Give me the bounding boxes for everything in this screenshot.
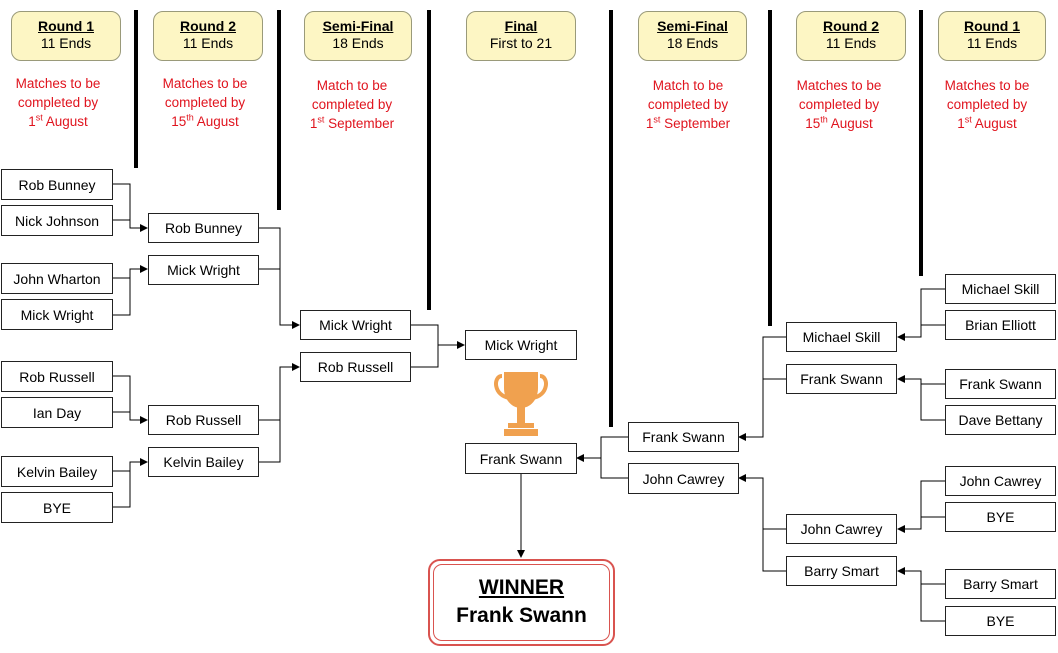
player-box-left-r2-4: Kelvin Bailey bbox=[148, 447, 259, 477]
player-box-left-sf-1: Mick Wright bbox=[300, 310, 411, 340]
header-subtitle: 11 Ends bbox=[825, 35, 877, 51]
left-connectors bbox=[113, 183, 465, 508]
header-subtitle: 18 Ends bbox=[332, 35, 384, 51]
player-box-right-r1-8: BYE bbox=[945, 606, 1056, 636]
player-box-left-r1-1: Rob Bunney bbox=[1, 169, 113, 200]
right-connectors bbox=[517, 288, 945, 622]
header-left-round-1: Round 1 11 Ends bbox=[11, 11, 121, 61]
player-box-right-r1-6: BYE bbox=[945, 502, 1056, 532]
player-box-right-r2-4: Barry Smart bbox=[786, 556, 897, 586]
deadline-note-left-round-2: Matches to be completed by 15th August bbox=[162, 76, 248, 129]
header-right-round-1: Round 1 11 Ends bbox=[938, 11, 1046, 61]
player-box-right-r1-3: Frank Swann bbox=[945, 369, 1056, 399]
player-box-right-r1-7: Barry Smart bbox=[945, 569, 1056, 599]
player-box-final-bottom: Frank Swann bbox=[465, 443, 577, 474]
header-title: Round 2 bbox=[823, 18, 879, 34]
header-title: Final bbox=[504, 18, 538, 34]
deadline-note-left-semi-final: Match to be completed by 1st September bbox=[309, 78, 395, 131]
player-box-right-r1-5: John Cawrey bbox=[945, 466, 1056, 496]
winner-label: WINNER bbox=[478, 576, 565, 599]
winner-box: WINNER Frank Swann bbox=[428, 559, 615, 646]
player-box-right-r2-1: Michael Skill bbox=[786, 322, 897, 352]
header-left-semi-final: Semi-Final 18 Ends bbox=[304, 11, 412, 61]
winner-name: Frank Swann bbox=[456, 604, 587, 627]
player-box-right-r2-3: John Cawrey bbox=[786, 514, 897, 544]
player-box-left-r2-3: Rob Russell bbox=[148, 405, 259, 435]
header-subtitle: 11 Ends bbox=[966, 35, 1018, 51]
header-title: Round 2 bbox=[180, 18, 236, 34]
header-title: Round 1 bbox=[964, 18, 1020, 34]
player-box-left-r1-2: Nick Johnson bbox=[1, 205, 113, 236]
player-box-right-r2-2: Frank Swann bbox=[786, 364, 897, 394]
header-subtitle: First to 21 bbox=[489, 35, 553, 51]
header-title: Round 1 bbox=[38, 18, 94, 34]
trophy-icon bbox=[494, 372, 548, 436]
player-box-right-sf-1: Frank Swann bbox=[628, 422, 739, 452]
deadline-note-right-round-2: Matches to be completed by 15th August bbox=[796, 78, 882, 131]
header-title: Semi-Final bbox=[322, 18, 394, 34]
header-subtitle: 18 Ends bbox=[666, 35, 719, 51]
player-box-left-r1-6: Ian Day bbox=[1, 397, 113, 428]
header-final: Final First to 21 bbox=[466, 11, 576, 61]
player-box-left-r1-4: Mick Wright bbox=[1, 299, 113, 330]
player-box-right-r1-4: Dave Bettany bbox=[945, 405, 1056, 435]
header-title: Semi-Final bbox=[657, 18, 728, 34]
player-box-final-top: Mick Wright bbox=[465, 330, 577, 360]
player-box-left-r1-8: BYE bbox=[1, 492, 113, 523]
column-dividers bbox=[134, 10, 923, 427]
player-box-right-sf-2: John Cawrey bbox=[628, 463, 739, 494]
player-box-left-r1-3: John Wharton bbox=[1, 263, 113, 294]
player-box-right-r1-1: Michael Skill bbox=[945, 274, 1056, 304]
deadline-note-right-semi-final: Match to be completed by 1st September bbox=[645, 78, 731, 131]
header-subtitle: 11 Ends bbox=[182, 35, 234, 51]
player-box-left-r2-2: Mick Wright bbox=[148, 255, 259, 285]
player-box-left-r2-1: Rob Bunney bbox=[148, 213, 259, 243]
header-left-round-2: Round 2 11 Ends bbox=[153, 11, 263, 61]
player-box-left-r1-7: Kelvin Bailey bbox=[1, 456, 113, 487]
header-right-semi-final: Semi-Final 18 Ends bbox=[638, 11, 747, 61]
header-right-round-2: Round 2 11 Ends bbox=[796, 11, 906, 61]
header-subtitle: 11 Ends bbox=[40, 35, 92, 51]
deadline-note-left-round-1: Matches to be completed by 1st August bbox=[15, 76, 101, 129]
player-box-left-sf-2: Rob Russell bbox=[300, 352, 411, 382]
player-box-right-r1-2: Brian Elliott bbox=[945, 310, 1056, 340]
player-box-left-r1-5: Rob Russell bbox=[1, 361, 113, 392]
deadline-note-right-round-1: Matches to be completed by 1st August bbox=[944, 78, 1030, 131]
